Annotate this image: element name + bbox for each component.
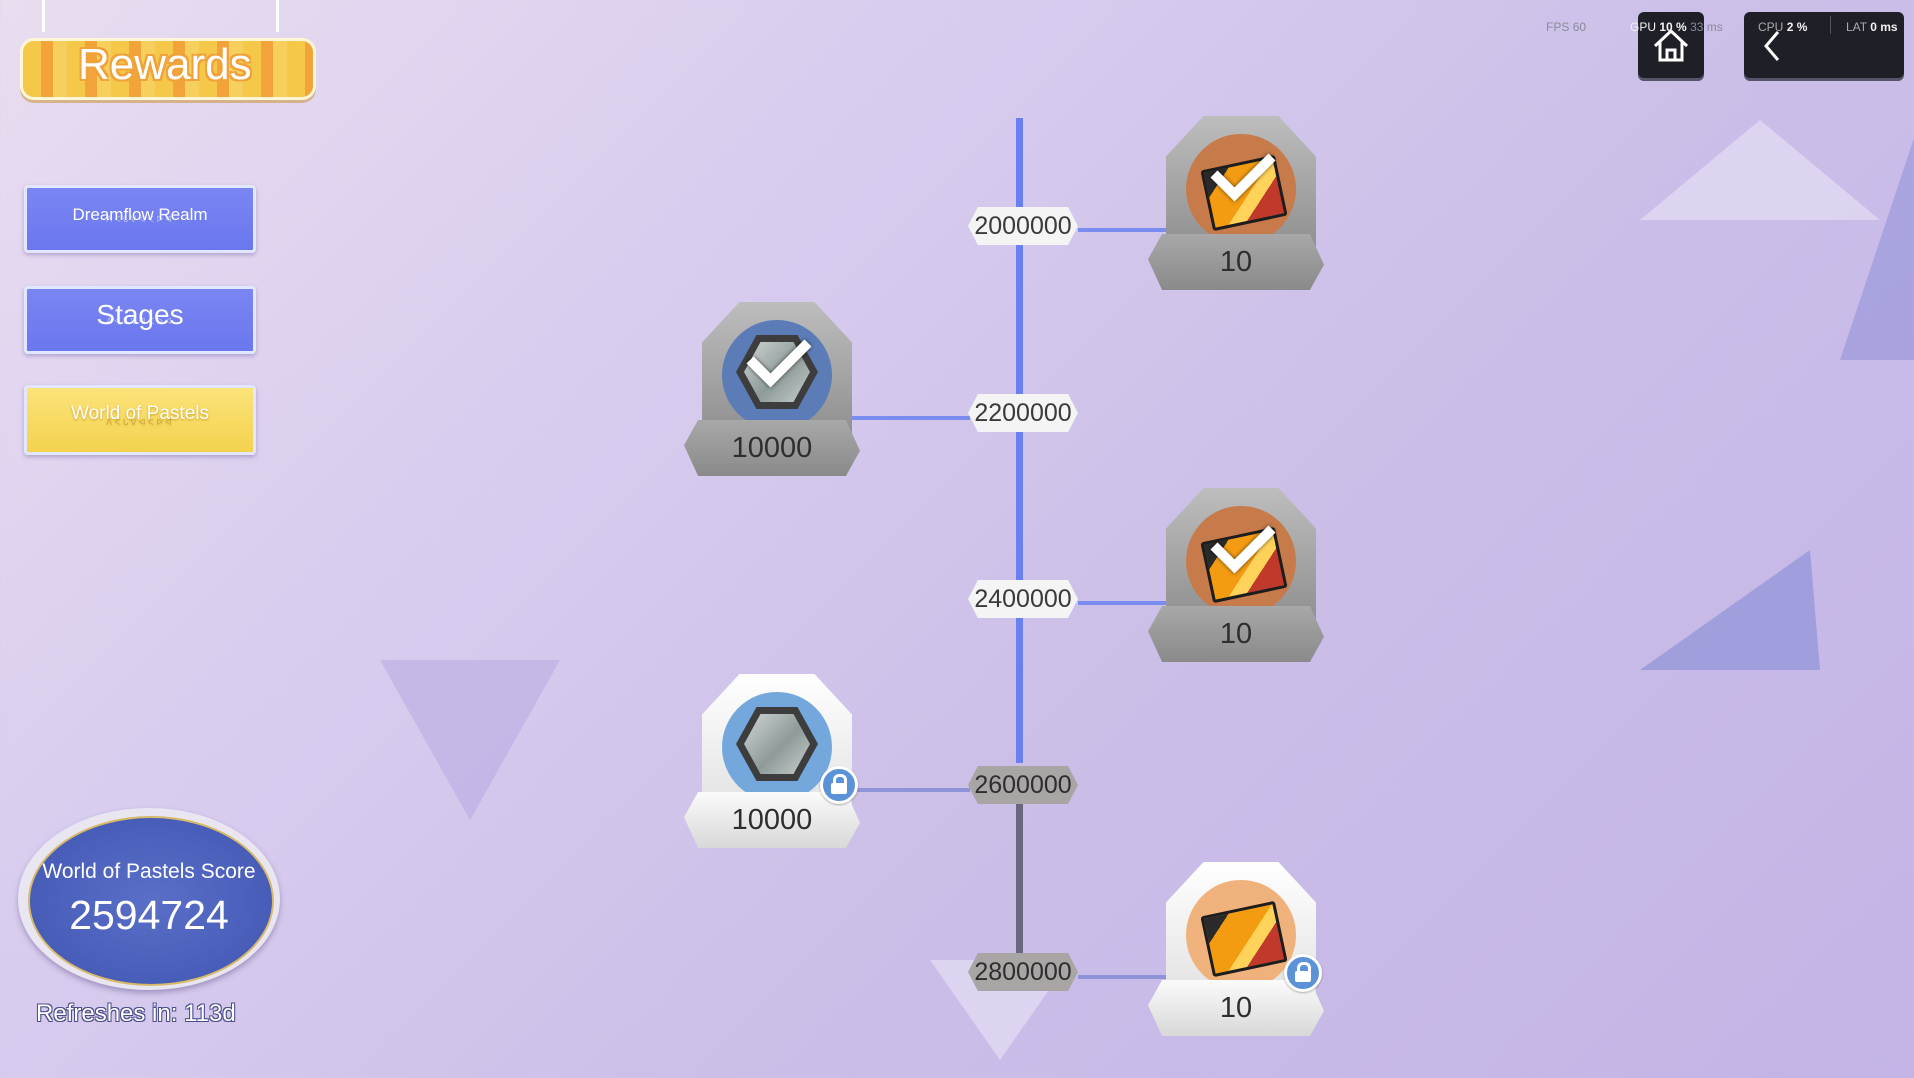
reward-frame xyxy=(1166,488,1316,623)
connector xyxy=(1078,228,1170,232)
milestone-marker: 2800000 xyxy=(968,953,1078,991)
fps-readout: FPS 60 xyxy=(1546,20,1587,34)
reward-ring xyxy=(1186,506,1296,616)
timeline-track-active xyxy=(1016,118,1023,763)
connector xyxy=(840,416,970,420)
gpu-readout: GPU 10 % 33 ms xyxy=(1630,20,1723,34)
nav-item-label: Dreamflow Realm xyxy=(72,205,208,224)
reward-frame xyxy=(1166,116,1316,251)
reward-frame xyxy=(702,674,852,809)
gem-icon xyxy=(744,714,810,774)
score-badge-center xyxy=(28,816,274,986)
milestone-marker: 2600000 xyxy=(968,766,1078,804)
nav-item-label: Stages xyxy=(96,299,184,330)
nav-item-label: World of Pastels xyxy=(71,403,209,424)
chevron-left-icon xyxy=(1764,31,1780,61)
nav-stages-button[interactable]: Stages ᐱᐸᒐᐯᐊᐸᐅᐊ xyxy=(24,286,256,354)
hud-divider xyxy=(1830,16,1831,34)
ticket-icon xyxy=(1200,900,1288,978)
reward-card[interactable]: 10000 xyxy=(670,302,860,492)
reward-card[interactable]: 10 xyxy=(1134,862,1324,1052)
milestone-marker: 2200000 xyxy=(968,394,1078,432)
banner-hanger xyxy=(276,0,279,32)
reward-ring xyxy=(722,320,832,430)
reward-plate xyxy=(684,420,860,476)
title-banner: Rewards xyxy=(20,0,316,100)
latency-readout: LAT 0 ms xyxy=(1846,20,1898,34)
reward-amount: 10 xyxy=(1219,618,1253,650)
score-label: World of Pastels Score xyxy=(42,860,256,883)
reward-amount: 10 xyxy=(1219,992,1253,1024)
connector xyxy=(840,788,970,792)
nav-dreamflow-realm-button[interactable]: Dreamflow Realm ᐱᐸᒐᐯᐊᐸᐅᐊ xyxy=(24,185,256,253)
nav-item-decor: ᐱᐸᒐᐯᐊᐸᐅᐊ xyxy=(106,417,174,427)
milestone-marker: 2000000 xyxy=(968,207,1078,245)
page-title: Rewards xyxy=(78,40,252,89)
reward-card[interactable]: 10000 xyxy=(670,674,860,864)
score-badge: World of Pastels Score 2594724 xyxy=(18,808,280,990)
reward-frame xyxy=(702,302,852,437)
nav-item-decor: ᐱᐸᒐᐯᐊᐸᐅᐊ xyxy=(106,316,174,326)
reward-ring xyxy=(1186,134,1296,244)
home-button[interactable] xyxy=(1638,12,1704,78)
reward-ring xyxy=(722,692,832,802)
nav-world-of-pastels-button[interactable]: World of Pastels ᐱᐸᒐᐯᐊᐸᐅᐊ xyxy=(24,385,256,455)
banner-hanger xyxy=(42,0,45,32)
score-value: 2594724 xyxy=(69,892,229,938)
reward-ring xyxy=(1186,880,1296,990)
refresh-timer: Refreshes in: 113d xyxy=(36,1000,236,1027)
reward-plate xyxy=(1148,234,1324,290)
nav-item-decor: ᐱᐸᒐᐯᐊᐸᐅᐊ xyxy=(106,214,174,224)
cpu-readout: CPU 2 % xyxy=(1758,20,1808,34)
reward-frame xyxy=(1166,862,1316,997)
reward-card[interactable]: 10 xyxy=(1134,488,1324,678)
lock-icon xyxy=(1284,954,1322,992)
lock-icon xyxy=(820,766,858,804)
connector xyxy=(1078,601,1170,605)
home-icon xyxy=(1653,28,1689,62)
timeline-track-locked xyxy=(1016,786,1023,976)
reward-amount: 10000 xyxy=(731,432,813,464)
reward-card[interactable]: 10 xyxy=(1134,116,1324,306)
reward-plate xyxy=(1148,606,1324,662)
reward-amount: 10 xyxy=(1219,246,1253,278)
reward-amount: 10000 xyxy=(731,804,813,836)
milestone-marker: 2400000 xyxy=(968,580,1078,618)
banner-plate xyxy=(20,38,316,100)
back-button[interactable] xyxy=(1744,12,1904,78)
gem-icon xyxy=(744,342,810,402)
connector xyxy=(1078,975,1170,979)
